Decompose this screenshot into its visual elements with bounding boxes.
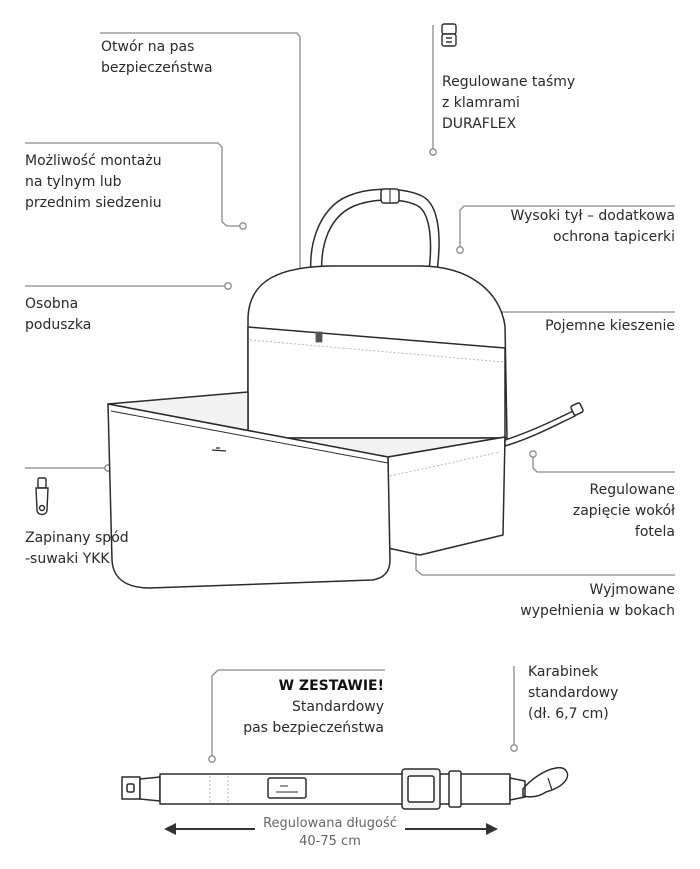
leader-high-back (459, 205, 675, 247)
belt-logo (267, 777, 307, 799)
callout-in-set: W ZESTAWIE! Standardowy pas bezpieczeńst… (243, 676, 384, 739)
callout-cushion: Osobna poduszka (25, 294, 91, 336)
buckle-icon (441, 23, 457, 47)
callout-line: pas bezpieczeństwa (243, 720, 384, 736)
callout-line: na tylnym lub (25, 174, 122, 190)
seat-belt-illustration (121, 766, 569, 810)
dimension-text: Regulowana długość (263, 816, 397, 831)
callout-fastening: Regulowane zapięcie wokół fotela (573, 480, 675, 543)
callout-pockets: Pojemne kieszenie (545, 316, 675, 337)
dimension-value: 40-75 cm (299, 834, 361, 849)
callout-line: Wyjmowane (589, 582, 676, 598)
in-set-title: W ZESTAWIE! (278, 678, 384, 694)
leader-mounting (25, 142, 240, 227)
callout-fillings: Wyjmowane wypełnienia w bokach (520, 580, 675, 622)
callout-line: Regulowane (589, 482, 675, 498)
callout-straps: Regulowane taśmy z klamrami DURAFLEX (442, 72, 575, 135)
callout-line: zapięcie wokół (572, 503, 675, 519)
callout-line: Karabinek (528, 664, 599, 680)
callout-line: Wysoki tył – dodatkowa (510, 208, 675, 224)
callout-line: poduszka (25, 317, 92, 333)
belt-loop (448, 770, 462, 808)
side-strap (504, 410, 576, 447)
label-tag (315, 331, 323, 343)
callout-line: Pojemne kieszenie (545, 318, 675, 334)
callout-line: bezpieczeństwa (101, 60, 213, 76)
seat-side-right (387, 436, 506, 556)
leader-fastening (532, 457, 675, 473)
dimension-label: Regulowana długość 40-75 cm (250, 815, 410, 851)
callout-line: DURAFLEX (442, 116, 517, 132)
callout-line: Standardowy (292, 699, 384, 715)
leader-seatbelt-hole (100, 32, 301, 407)
callout-line: Otwór na pas (101, 39, 195, 55)
callout-line: fotela (634, 524, 675, 540)
callout-line: Osobna (25, 296, 79, 312)
dimension-arrow (164, 823, 498, 835)
callout-line: przednim siedzeniu (25, 195, 162, 211)
callout-line: standardowy (528, 685, 619, 701)
callout-line: wypełnienia w bokach (520, 603, 675, 619)
callout-high-back: Wysoki tył – dodatkowa ochrona tapicerki (511, 206, 675, 248)
callout-line: Możliwość montażu (25, 153, 162, 169)
callout-line: Regulowane taśmy (442, 74, 576, 90)
callout-zipper: Zapinany spód -suwaki YKK (25, 528, 129, 570)
car-seat-illustration (107, 188, 584, 589)
callout-line: (dł. 6,7 cm) (528, 706, 609, 722)
callout-seatbelt-hole: Otwór na pas bezpieczeństwa (101, 37, 213, 79)
zipper-icon (35, 477, 49, 516)
callout-line: ochrona tapicerki (553, 229, 675, 245)
callout-line: Zapinany spód (25, 530, 129, 546)
callout-line: z klamrami (442, 95, 520, 111)
leader-in-set (211, 669, 385, 756)
callout-carabiner: Karabinek standardowy (dł. 6,7 cm) (528, 662, 618, 725)
callout-line: -suwaki YKK (25, 551, 110, 567)
callout-mounting: Możliwość montażu na tylnym lub przednim… (25, 151, 162, 214)
leader-fillings (415, 550, 675, 576)
logo-mark (211, 447, 227, 452)
carabiner (522, 766, 569, 798)
